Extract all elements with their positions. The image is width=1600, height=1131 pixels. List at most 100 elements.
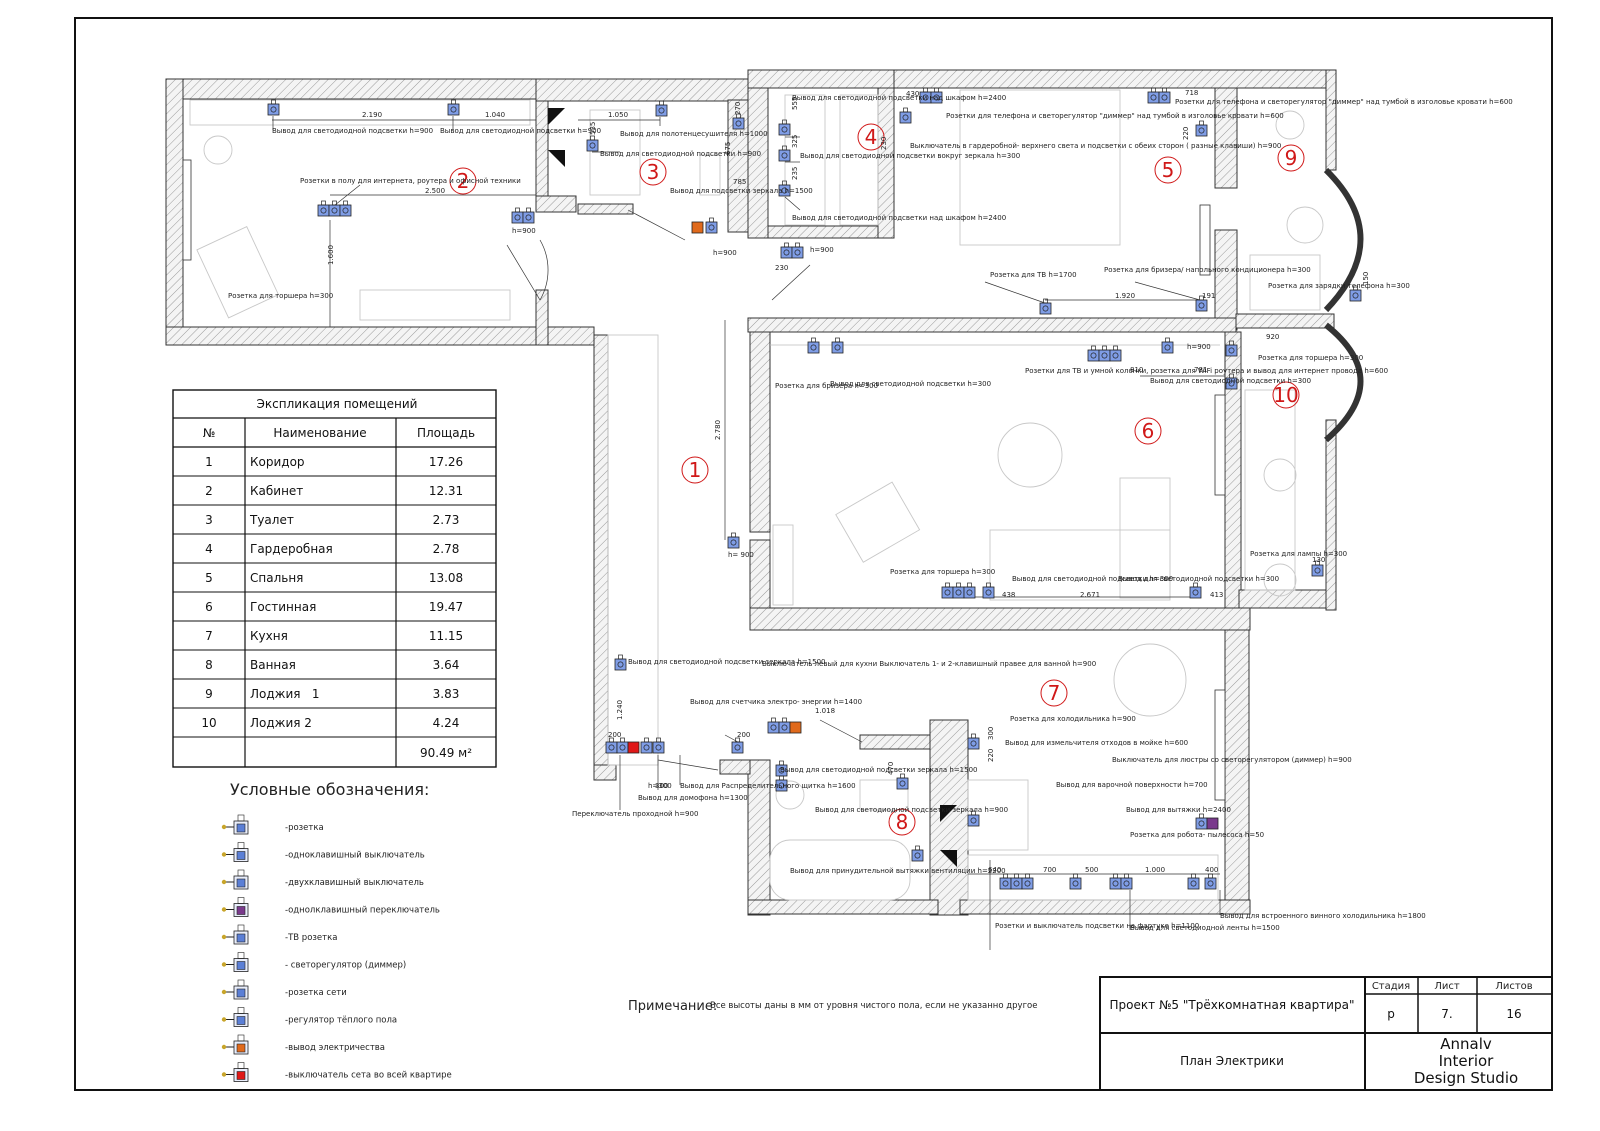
table-row: 7 Кухня 11.15 xyxy=(205,629,463,643)
dimension-label: 1.018 xyxy=(815,707,835,715)
row-area: 2.78 xyxy=(433,542,460,556)
table-row: 9 Лоджия 1 3.83 xyxy=(205,687,459,701)
stage-label: Стадия xyxy=(1372,981,1410,992)
row-name: Туалет xyxy=(249,513,294,527)
dimension-label: 230 xyxy=(775,264,788,272)
room-number-9: 9 xyxy=(1285,146,1298,170)
column-header-area: Площадь xyxy=(417,426,475,440)
plan-note: Розетки для телефона и светорегулятор "д… xyxy=(946,112,1284,120)
row-name: Лоджия 1 xyxy=(250,687,320,701)
legend-label: -ТВ розетка xyxy=(285,933,337,943)
plan-note: Выключатель для люстры со светорегулятор… xyxy=(1112,756,1352,764)
plan-note: Розетка для ТВ h=1700 xyxy=(990,271,1077,279)
legend-label: -розетка сети xyxy=(285,988,347,998)
legend-label: -выключатель сета во всей квартире xyxy=(285,1071,452,1081)
plan-note: Вывод для светодиодной подсветки зеркала… xyxy=(628,658,826,666)
row-area: 3.64 xyxy=(433,658,460,672)
row-area: 13.08 xyxy=(429,571,463,585)
floor-plan: 1 2 3 4 5 6 7 8 9 10 2.190 1.040 2.500 1… xyxy=(165,69,1513,950)
plan-note: h=900 xyxy=(713,249,737,257)
row-number: 2 xyxy=(205,484,213,498)
two-key-switch-icon xyxy=(221,869,249,890)
dimension-label: 2.190 xyxy=(362,111,382,119)
power-outlet-lead-icon xyxy=(221,1034,249,1055)
row-name: Гардеробная xyxy=(250,542,333,556)
dimension-label: 718 xyxy=(1185,89,1198,97)
dimension-label: 1.240 xyxy=(616,700,624,720)
total-area: 90.49 м² xyxy=(420,746,472,760)
plan-note: Вывод для светодиодной подсветки над шка… xyxy=(792,94,1006,102)
legend-title: Условные обозначения: xyxy=(230,780,429,799)
row-number: 5 xyxy=(205,571,213,585)
table-row: 3 Туалет 2.73 xyxy=(205,513,459,527)
studio-name-line1: Annalv xyxy=(1440,1035,1492,1053)
dimension-label: 1.000 xyxy=(1145,866,1165,874)
row-name: Кабинет xyxy=(250,484,303,498)
row-name: Спальня xyxy=(250,571,303,585)
dimension-label: 470 xyxy=(887,762,895,775)
plan-note: Вывод для Распределительного щитка h=160… xyxy=(680,782,856,790)
plan-note: Вывод для полотенцесушителя h=1000 xyxy=(620,130,768,138)
dimension-label: 535 xyxy=(589,122,597,135)
column-header-name: Наименование xyxy=(273,426,366,440)
sheet-frame xyxy=(74,17,1553,1091)
legend-label: -вывод электричества xyxy=(285,1043,385,1053)
dimension-label: 1.920 xyxy=(1115,292,1135,300)
row-area: 4.24 xyxy=(433,716,460,730)
plan-note: Розетка для торшера h=300 xyxy=(228,292,333,300)
row-number: 4 xyxy=(205,542,213,556)
row-name: Кухня xyxy=(250,629,288,643)
room-number-4: 4 xyxy=(865,125,878,149)
dimension-label: 1.040 xyxy=(485,111,505,119)
project-title: Проект №5 "Трёхкомнатная квартира" xyxy=(1110,998,1355,1012)
general-note: Примечание: Все высоты даны в мм от уров… xyxy=(628,999,1037,1014)
legend-label: -однолклавишный переключатель xyxy=(285,906,440,916)
room-number-1: 1 xyxy=(689,458,702,482)
row-name: Гостинная xyxy=(250,600,316,614)
plan-note: Розетка для бризера/ напольного кондицио… xyxy=(1104,266,1311,274)
plan-note: Розетки для телефона и светорегулятор "д… xyxy=(1175,98,1513,106)
dimension-label: 675 xyxy=(724,142,732,155)
legend-item: -одноклавишный выключатель xyxy=(221,842,425,862)
plan-note: Вывод для светодиодной подсветки h=900 xyxy=(440,127,601,135)
plan-note: Вывод для принудительной вытяжки вентиля… xyxy=(790,867,1006,875)
table-row: 8 Ванная 3.64 xyxy=(205,658,459,672)
title-block: Проект №5 "Трёхкомнатная квартира" План … xyxy=(1099,976,1553,1091)
dimension-label: 500 xyxy=(1085,866,1098,874)
plan-note: Вывод для светодиодной ленты h=1500 xyxy=(1130,924,1280,932)
table-row: 10 Лоджия 2 4.24 xyxy=(201,716,459,730)
column-header-number: № xyxy=(203,426,215,440)
note-text: Все высоты даны в мм от уровня чистого п… xyxy=(710,1001,1037,1011)
legend-item: -выключатель сета во всей квартире xyxy=(221,1062,452,1082)
plan-note: h=300 xyxy=(648,782,672,790)
plan-note: Вывод для подсветки зеркала h=1500 xyxy=(670,187,813,195)
plan-note: Вывод для светодиодной подсветки h=300 xyxy=(1118,575,1279,583)
plan-note: h=900 xyxy=(512,227,536,235)
legend-item: - светорегулятор (диммер) xyxy=(221,952,406,972)
plan-note: Розетка для торшера h=300 xyxy=(1258,354,1363,362)
legend-item: -однолклавишный переключатель xyxy=(221,897,440,917)
room-number-3: 3 xyxy=(647,160,660,184)
row-number: 8 xyxy=(205,658,213,672)
dimension-label: 555 xyxy=(791,97,799,110)
room-number-5: 5 xyxy=(1162,158,1175,182)
plan-note: Вывод для светодиодной подсветки h=300 xyxy=(830,380,991,388)
electrical-symbols xyxy=(267,87,1362,890)
plan-note: Розетка для бризера h=300 xyxy=(775,382,878,390)
plan-note: Розетки и выключатель подсветки на фарту… xyxy=(995,922,1199,930)
row-number: 1 xyxy=(205,455,213,469)
legend-item: -ТВ розетка xyxy=(221,924,337,945)
plan-note: Вывод для счетчика электро- энергии h=14… xyxy=(690,698,862,706)
legend-item: -регулятор тёплого пола xyxy=(221,1007,397,1027)
dimension-label: 430 xyxy=(906,90,919,98)
sheet-name: План Электрики xyxy=(1180,1054,1284,1068)
row-number: 9 xyxy=(205,687,213,701)
sheets-label: Листов xyxy=(1495,981,1532,992)
master-switch-icon xyxy=(221,1062,249,1082)
dimension-label: 150 xyxy=(1362,272,1370,285)
plan-note: Вывод для светодиодной подсветки вокруг … xyxy=(800,152,1020,160)
dimension-label: 920 xyxy=(1266,333,1279,341)
note-title: Примечание: xyxy=(628,999,717,1014)
room-number-2: 2 xyxy=(457,169,470,193)
